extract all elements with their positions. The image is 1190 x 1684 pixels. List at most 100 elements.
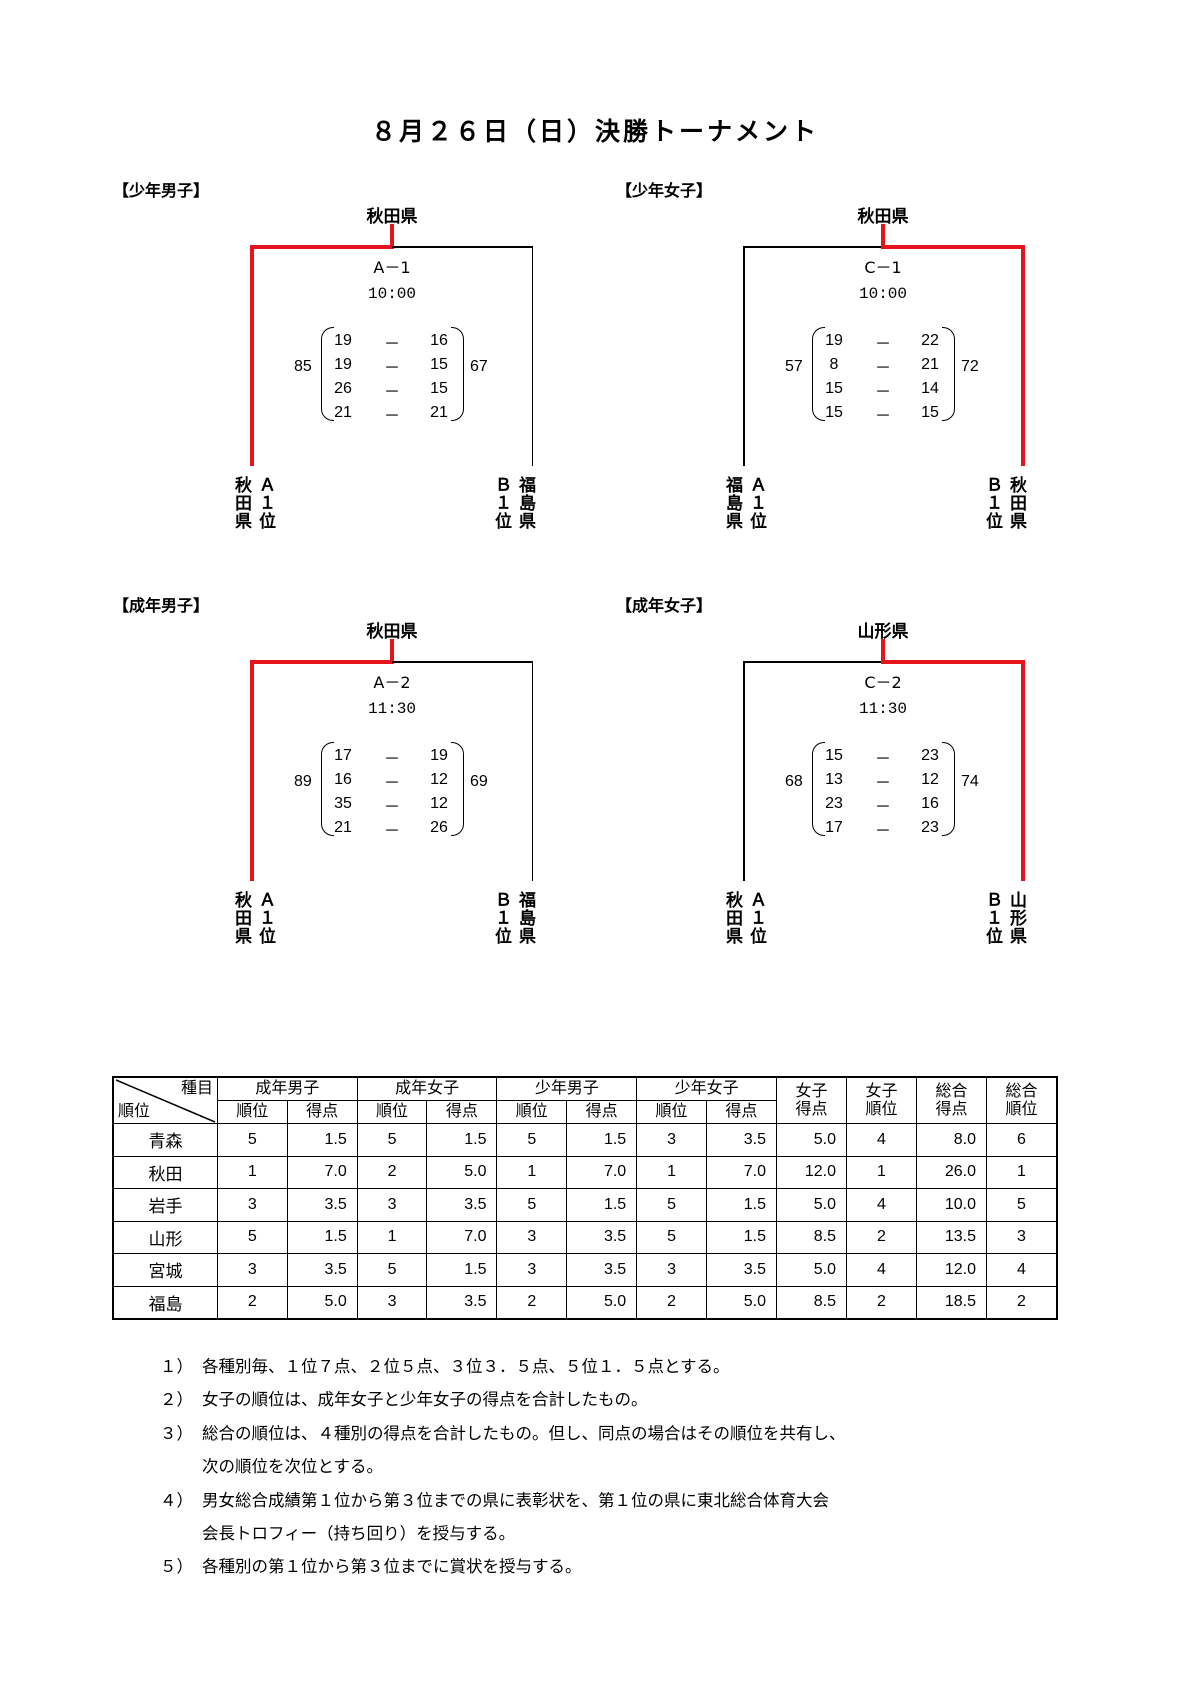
table-cell: 4 xyxy=(986,1253,1058,1287)
set-dash: － xyxy=(874,823,891,840)
set-score-left: 15 xyxy=(825,747,843,764)
prefecture-name: 山形 xyxy=(112,1220,218,1254)
extra-header: 女子得点 xyxy=(776,1076,847,1124)
right-horizontal-line xyxy=(881,245,1025,249)
right-team: Ｂ１位福島県 xyxy=(491,476,535,530)
extra-header-line2: 順位 xyxy=(865,1100,898,1118)
table-cell: 7.0 xyxy=(566,1155,638,1189)
note-number: ３） xyxy=(160,1423,193,1443)
table-subheader-row: 順位得点順位得点順位得点順位得点 xyxy=(113,1100,1057,1124)
set-dash: － xyxy=(383,775,400,792)
table-cell: 18.5 xyxy=(916,1285,987,1320)
left-vertical-line xyxy=(250,245,254,466)
left-team-label: Ａ１位 xyxy=(746,476,766,530)
note-number: ４） xyxy=(160,1490,193,1510)
set-score-left: 19 xyxy=(825,332,843,349)
right-vertical-line xyxy=(531,246,533,466)
extra-header: 総合順位 xyxy=(986,1076,1058,1124)
left-team-label: 秋田県 xyxy=(231,891,251,945)
right-vertical-line xyxy=(1021,660,1025,881)
table-cell: 2 xyxy=(846,1220,917,1254)
table-cell: 4 xyxy=(846,1188,917,1222)
table-cell: 3 xyxy=(986,1220,1058,1254)
right-total-score: 69 xyxy=(470,773,488,790)
note-text: 各種別毎、１位７点、２位５点、３位３．５点、５位１．５点とする。 xyxy=(202,1357,730,1376)
set-score-right: 21 xyxy=(921,356,939,373)
prefecture-name: 宮城 xyxy=(112,1253,218,1287)
extra-header-line2: 得点 xyxy=(795,1100,828,1118)
set-dash: － xyxy=(874,751,891,768)
left-horizontal-line xyxy=(743,661,883,663)
set-score-left: 19 xyxy=(334,356,352,373)
table-cell: 3 xyxy=(636,1253,707,1287)
table-cell: 1 xyxy=(846,1155,917,1189)
set-dash: － xyxy=(383,823,400,840)
set-score-left: 21 xyxy=(334,404,352,421)
set-dash: － xyxy=(383,751,400,768)
table-cell: 3.5 xyxy=(426,1285,498,1320)
set-dash: － xyxy=(383,360,400,377)
left-team-label: 秋田県 xyxy=(722,891,742,945)
table-cell: 1 xyxy=(356,1220,428,1254)
set-score-right: 19 xyxy=(430,747,448,764)
right-team: Ｂ１位秋田県 xyxy=(982,476,1026,530)
match-time: 11:30 xyxy=(858,700,907,718)
table-cell: 1.5 xyxy=(286,1220,358,1254)
table-cell: 1.5 xyxy=(426,1123,498,1157)
table-cell: 3 xyxy=(217,1253,288,1287)
extra-header-line1: 女子 xyxy=(865,1082,898,1100)
set-score-right: 12 xyxy=(921,771,939,788)
set-dash: － xyxy=(874,384,891,401)
set-dash: － xyxy=(874,408,891,425)
table-cell: 5 xyxy=(217,1123,288,1157)
table-cell: 10.0 xyxy=(916,1188,987,1222)
note-text: 会長トロフィー（持ち回り）を授与する。 xyxy=(202,1524,516,1543)
table-cell: 3.5 xyxy=(286,1188,358,1222)
match-code: A－1 xyxy=(373,258,411,277)
match-code: C－1 xyxy=(864,258,902,277)
sub-header-rank: 順位 xyxy=(217,1100,288,1124)
right-horizontal-line xyxy=(392,246,533,248)
set-score-right: 16 xyxy=(430,332,448,349)
right-total-score: 67 xyxy=(470,358,488,375)
left-team-label: Ａ１位 xyxy=(255,476,275,530)
left-total-score: 89 xyxy=(294,773,312,790)
winner-label: 山形県 xyxy=(857,622,909,642)
note-text: 各種別の第１位から第３位までに賞状を授与する。 xyxy=(202,1557,582,1577)
note-text: 総合の順位は、４種別の得点を合計したもの。但し、同点の場合はその順位を共有し、 xyxy=(202,1423,846,1443)
right-horizontal-line xyxy=(392,661,533,663)
set-dash: － xyxy=(383,799,400,816)
right-team: Ｂ１位福島県 xyxy=(491,891,535,945)
right-team: Ｂ１位山形県 xyxy=(982,891,1026,945)
note-number: １） xyxy=(160,1357,193,1376)
set-score-right: 15 xyxy=(921,404,939,421)
table-cell: 3 xyxy=(496,1220,568,1254)
table-cell: 13.5 xyxy=(916,1220,987,1254)
table-cell: 5 xyxy=(986,1188,1058,1222)
corner-cell: 種目順位 xyxy=(112,1076,218,1124)
table-cell: 1 xyxy=(217,1155,288,1189)
table-cell: 7.0 xyxy=(705,1155,778,1189)
set-score-right: 14 xyxy=(921,380,939,397)
table-cell: 5.0 xyxy=(426,1155,498,1189)
right-team-label: 福島県 xyxy=(515,476,535,530)
match-code: C－2 xyxy=(864,673,902,692)
sub-header-points: 得点 xyxy=(705,1100,778,1124)
table-cell: 5.0 xyxy=(705,1285,778,1320)
table-cell: 3.5 xyxy=(566,1253,638,1287)
group-header: 成年男子 xyxy=(217,1076,358,1101)
winner-label: 秋田県 xyxy=(366,207,418,227)
table-cell: 12.0 xyxy=(776,1155,847,1189)
extra-header-line1: 総合 xyxy=(935,1082,968,1100)
standings-table: 種目順位成年男子成年女子少年男子少年女子女子得点女子順位総合得点総合順位順位得点… xyxy=(112,1076,1058,1320)
